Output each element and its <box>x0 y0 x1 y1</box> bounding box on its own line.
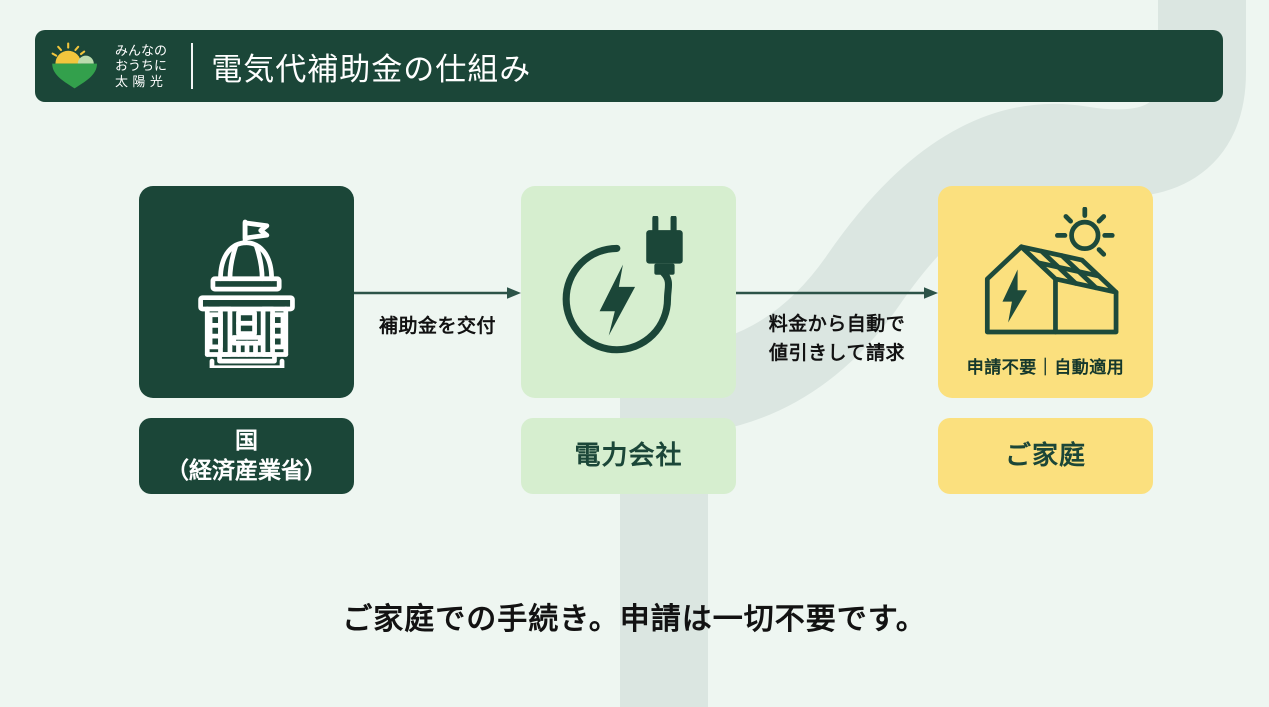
arrow-label-line: 値引きして請求 <box>769 343 905 365</box>
brand-logo: みんなの おうちに 太陽光 <box>49 38 167 94</box>
brand-name-line: 太陽光 <box>115 73 168 89</box>
node-label-line: （経済産業省） <box>166 457 327 483</box>
header-bar: みんなの おうちに 太陽光 電気代補助金の仕組み <box>35 30 1223 102</box>
brand-name-line: おうちに <box>115 58 168 74</box>
node-label-line: 電力会社 <box>574 440 683 471</box>
brand-name-line: みんなの <box>115 43 168 58</box>
power-plug-icon <box>562 216 683 354</box>
arrow-label-line: 料金から自動で <box>768 314 906 335</box>
logo-hill <box>77 55 94 64</box>
logo-heart <box>52 63 97 89</box>
node-label-line: ご家庭 <box>1004 440 1086 471</box>
arrow-label-subsidy: 補助金を交付 <box>354 312 521 341</box>
node-label-power-company: 電力会社 <box>521 418 736 494</box>
title-divider <box>191 43 194 89</box>
arrow-power-company-to-household <box>736 287 938 299</box>
node-government <box>139 186 354 398</box>
auto-apply-badge: 申請不要｜自動適用 <box>966 357 1125 377</box>
node-household: 申請不要｜自動適用 <box>938 186 1153 398</box>
node-label-line: 国 <box>235 427 258 454</box>
node-label-household: ご家庭 <box>938 418 1153 494</box>
brand-name: みんなの おうちに 太陽光 <box>115 43 167 89</box>
solar-house-icon <box>984 206 1118 334</box>
arrow-label-line: 補助金を交付 <box>378 316 496 337</box>
page-title: 電気代補助金の仕組み <box>211 51 532 87</box>
node-power-company <box>521 186 736 398</box>
sun-heart-icon <box>51 42 97 89</box>
node-label-government: 国 （経済産業省） <box>139 418 354 494</box>
arrow-label-billing: 料金から自動で 値引きして請求 <box>736 310 938 369</box>
arrow-government-to-power-company <box>354 287 521 299</box>
footnote: ご家庭での手続き。申請は一切不要です。 <box>342 603 927 636</box>
government-building-icon <box>197 219 295 368</box>
logo-sun <box>55 50 81 64</box>
